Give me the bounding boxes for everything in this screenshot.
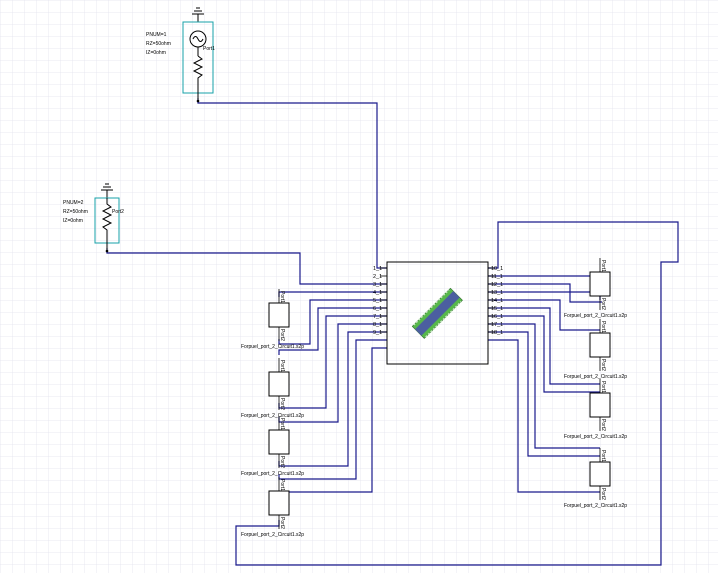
s2p-block-body — [589, 461, 611, 487]
port1-component[interactable]: PNUM=1 RZ=50ohm IZ=0ohm Port1 — [146, 7, 215, 103]
chip-pin-label-left: 1_1 — [373, 266, 382, 272]
ground-symbol-port1 — [192, 7, 204, 22]
s2p-block-label: Forpuel_port_2_Circuit1.s2p — [241, 344, 304, 350]
chip-icon — [411, 287, 463, 339]
port2-param-1: RZ=50ohm — [63, 209, 88, 215]
s2p-block-port-bottom: Port2 — [279, 456, 285, 468]
port2-name: Port2 — [112, 209, 124, 215]
chip-pin-label-right: 18_1 — [491, 330, 503, 336]
ac-source-port-icon — [189, 30, 207, 93]
port1-pin[interactable] — [196, 99, 200, 103]
s2p-block-label: Forpuel_port_2_Circuit1.s2p — [241, 413, 304, 419]
right-s2p-blocks: Port1Port2Forpuel_port_2_Circuit1.s2pPor… — [564, 258, 627, 509]
chip-right-pins: 10_1 11_1 12_1 13_1 14_1 15_1 16_1 17_1 18_1 — [488, 266, 503, 336]
chip-pin-label-right: 15_1 — [491, 306, 503, 312]
chip-left-pins: 1_1 2_1 3_1 4_1 5_1 6_1 7_1 8_1 9_1 — [373, 266, 387, 336]
chip-pin-label-left: 8_1 — [373, 322, 382, 328]
s2p-block-label: Forpuel_port_2_Circuit1.s2p — [241, 471, 304, 477]
port1-param-2: IZ=0ohm — [146, 50, 166, 56]
chip-pin-label-left: 9_1 — [373, 330, 382, 336]
s2p-block-body — [589, 392, 611, 418]
left-s2p-blocks: Port1Port2Forpuel_port_2_Circuit1.s2pPor… — [241, 289, 304, 538]
s2p-block-port-bottom: Port2 — [279, 398, 285, 410]
chip-pin-label-right: 14_1 — [491, 298, 503, 304]
ground-symbol-port2 — [101, 183, 113, 198]
chip-pin-label-left: 7_1 — [373, 314, 382, 320]
s2p-block-label: Forpuel_port_2_Circuit1.s2p — [564, 503, 627, 509]
chip-pin-label-right: 12_1 — [491, 282, 503, 288]
chip-pin-label-left: 2_1 — [373, 274, 382, 280]
chip-pin-label-right: 10_1 — [491, 266, 503, 272]
chip-body — [386, 261, 489, 365]
chip-pin-label-right: 13_1 — [491, 290, 503, 296]
s2p-block-label: Forpuel_port_2_Circuit1.s2p — [564, 313, 627, 319]
s2p-block-body — [268, 429, 290, 455]
s2p-block-port-top: Port1 — [279, 291, 285, 303]
resistor-port-icon — [101, 198, 113, 243]
port2-pin[interactable] — [105, 249, 109, 253]
s2p-block-port-top: Port1 — [279, 479, 285, 491]
port2-component[interactable]: PNUM=2 RZ=50ohm IZ=0ohm Port2 — [63, 183, 124, 253]
port1-param-1: RZ=50ohm — [146, 41, 171, 47]
chip-pin-label-left: 3_1 — [373, 282, 382, 288]
s2p-block-label: Forpuel_port_2_Circuit1.s2p — [564, 374, 627, 380]
chip-pin-label-left: 6_1 — [373, 306, 382, 312]
s2p-block-label: Forpuel_port_2_Circuit1.s2p — [564, 434, 627, 440]
s2p-block-port-bottom: Port2 — [600, 359, 606, 371]
port1-name: Port1 — [203, 46, 215, 52]
s2p-block-body — [268, 490, 290, 516]
s2p-block-port-top: Port1 — [600, 381, 606, 393]
s2p-block-port-top: Port1 — [600, 260, 606, 272]
s2p-block-port-top: Port1 — [600, 321, 606, 333]
s2p-block-port-top: Port1 — [279, 360, 285, 372]
s2p-block-body — [589, 271, 611, 297]
chip-pin-label-left: 4_1 — [373, 290, 382, 296]
s2p-block-port-bottom: Port2 — [600, 298, 606, 310]
chip-pin-label-left: 5_1 — [373, 298, 382, 304]
s2p-block-port-bottom: Port2 — [600, 419, 606, 431]
port2-param-0: PNUM=2 — [63, 200, 84, 206]
port2-param-2: IZ=0ohm — [63, 218, 83, 224]
s2p-block-body — [268, 302, 290, 328]
chip-pin-label-right: 17_1 — [491, 322, 503, 328]
chip-pin-label-right: 16_1 — [491, 314, 503, 320]
chip-pin-label-right: 11_1 — [491, 274, 503, 280]
s2p-block-port-top: Port1 — [279, 418, 285, 430]
s2p-block-port-bottom: Port2 — [279, 329, 285, 341]
s2p-block-body — [589, 332, 611, 358]
chip-component[interactable]: 1_1 2_1 3_1 4_1 5_1 6_1 7_1 8_1 9_1 10_1 11_1 12_1… — [373, 261, 503, 365]
s2p-block-body — [268, 371, 290, 397]
s2p-block-port-bottom: Port2 — [279, 517, 285, 529]
s2p-block-port-bottom: Port2 — [600, 488, 606, 500]
s2p-block-port-top: Port1 — [600, 450, 606, 462]
port1-param-0: PNUM=1 — [146, 32, 167, 38]
s2p-block-label: Forpuel_port_2_Circuit1.s2p — [241, 532, 304, 538]
